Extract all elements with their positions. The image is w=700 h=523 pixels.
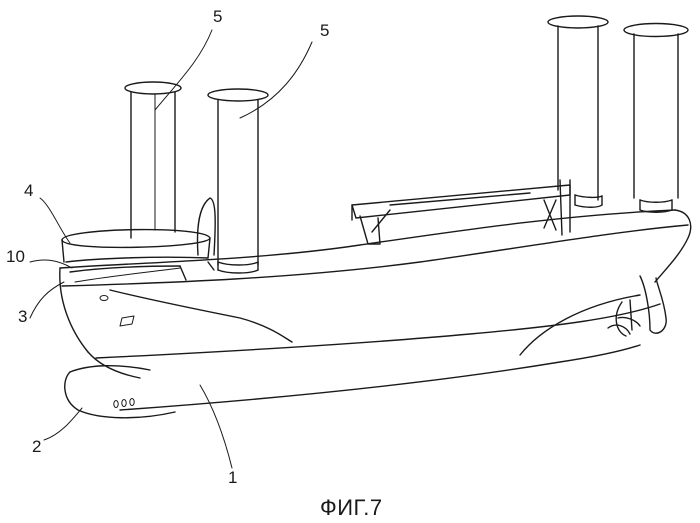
deck-fin [196, 197, 216, 271]
label-rotor-front-right: 5 [320, 21, 329, 40]
label-bow-element: 10 [6, 247, 25, 266]
label-bow-rotor: 4 [24, 181, 33, 200]
rotor-sail-rear-right [623, 22, 689, 213]
label-rotor-front-left: 5 [213, 7, 222, 26]
ship-hull [59, 209, 692, 411]
label-hull: 1 [228, 468, 237, 487]
rotor-sail-rear-left [547, 15, 609, 208]
hull-details [99, 295, 135, 327]
leader-lines [29, 29, 313, 469]
label-bow-deck: 3 [18, 307, 27, 326]
label-bulb: 2 [32, 437, 41, 456]
bulbous-bow [64, 365, 176, 419]
stern-propeller [607, 275, 667, 337]
deck-crane [351, 179, 571, 245]
rotor-sail-front-left [124, 81, 182, 239]
rotor-sail-front-right [207, 88, 269, 274]
figure-caption: ФИГ.7 [320, 495, 383, 520]
bow-rotor [61, 228, 211, 283]
